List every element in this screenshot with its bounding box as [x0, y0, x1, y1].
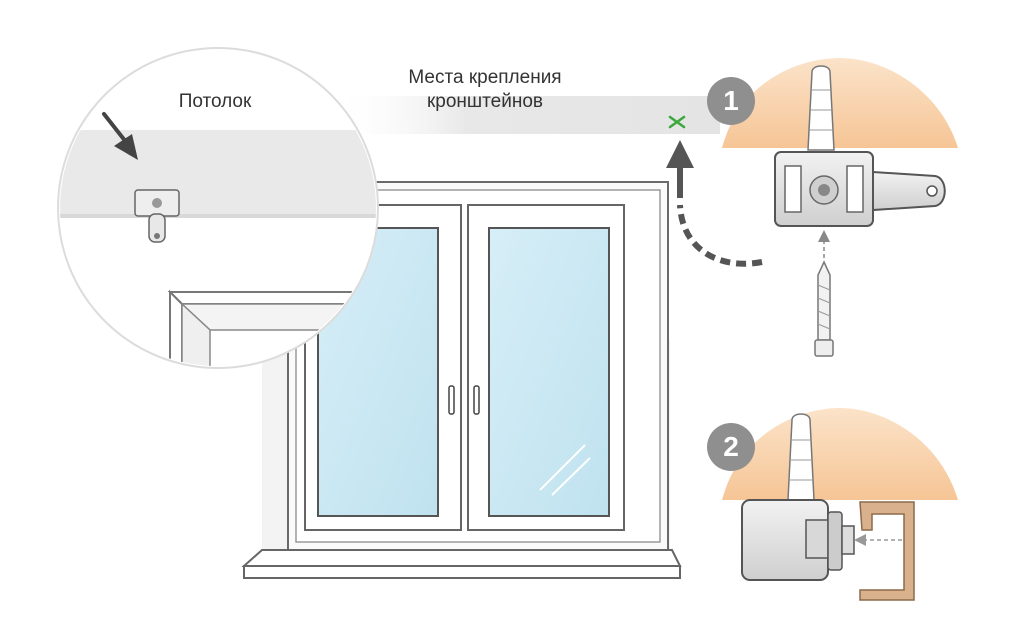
step-1-detail [722, 58, 958, 357]
step-1-badge: 1 [707, 77, 755, 125]
arrow-up-icon [666, 140, 763, 267]
x-marker-icon [668, 115, 686, 129]
window [241, 181, 682, 579]
window-handle-right [473, 385, 480, 415]
window-sill [241, 549, 682, 567]
arrow-down-icon [102, 112, 138, 160]
bracket-places-label: Места крепления кронштейнов [370, 66, 600, 114]
step-2-detail [722, 408, 958, 601]
bracket-places-line-2: кронштейнов [426, 91, 543, 112]
ceiling-label: Потолок [178, 91, 252, 112]
ceiling-band [330, 96, 720, 134]
zoom-circle [57, 47, 379, 369]
window-handle-left [448, 385, 455, 415]
bracket-places-line-1: Места крепления [408, 67, 562, 88]
step-2-badge: 2 [707, 423, 755, 471]
curtain-rail-profile [859, 501, 915, 601]
